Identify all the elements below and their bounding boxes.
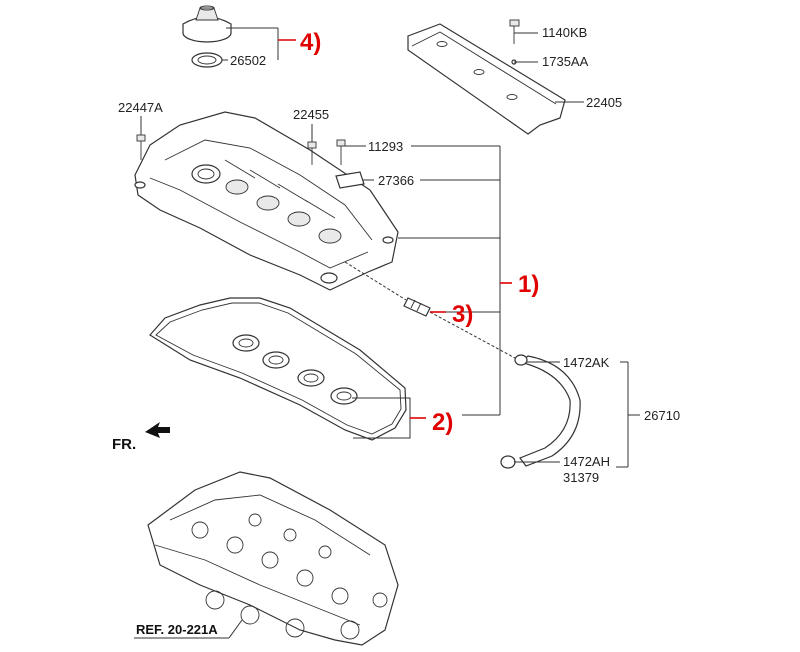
- callout-1: 1): [518, 271, 539, 298]
- part-label-26710: 26710: [644, 408, 680, 423]
- cylinder-head-illustration: [147, 471, 399, 646]
- part-label-11293: 11293: [368, 139, 403, 154]
- breather-hose-illustration: [500, 354, 581, 469]
- leader-lines: [134, 27, 640, 639]
- callout-2: 2): [432, 409, 453, 436]
- part-label-31379: 31379: [563, 470, 599, 485]
- reference-label: REF. 20-221A: [136, 622, 218, 637]
- front-label: FR.: [112, 436, 136, 453]
- spark-plug-seals-illustration: [232, 334, 358, 405]
- callout-brackets: [278, 39, 512, 439]
- part-label-22455: 22455: [293, 107, 329, 122]
- part-label-1140kb: 1140KB: [542, 25, 587, 40]
- cap-gasket-illustration: [191, 52, 223, 68]
- cover-bolt-illustration: [509, 19, 520, 65]
- part-label-22447a: 22447A: [118, 100, 163, 115]
- engine-cover-illustration: [407, 23, 566, 135]
- part-label-27366: 27366: [378, 173, 414, 188]
- pcv-valve-illustration: [344, 261, 516, 359]
- callout-4: 4): [300, 29, 321, 56]
- cover-bolts-illustration: [136, 134, 365, 189]
- oil-filler-cap-illustration: [182, 5, 232, 43]
- part-label-22405: 22405: [586, 95, 622, 110]
- callout-3: 3): [452, 301, 473, 328]
- part-label-1472ah: 1472AH: [563, 454, 610, 469]
- cylinder-head-cover-illustration: [134, 111, 399, 291]
- part-label-1472ak: 1472AK: [563, 355, 610, 370]
- front-arrow-icon: [145, 422, 170, 438]
- cover-gasket-illustration: [149, 297, 407, 441]
- part-label-26502: 26502: [230, 53, 266, 68]
- part-label-1735aa: 1735AA: [542, 54, 589, 69]
